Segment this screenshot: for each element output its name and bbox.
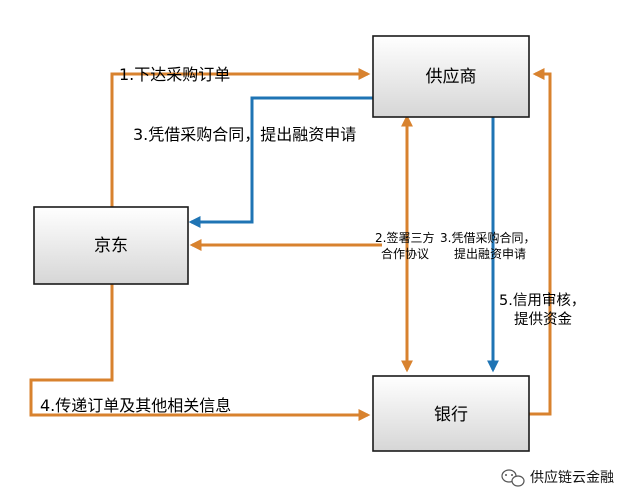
label-step5-line2: 提供资金: [514, 311, 572, 328]
edge-place-order: [110, 68, 371, 207]
node-supplier-label: 供应商: [426, 67, 477, 87]
label-step3-left: 3.凭借采购合同，提出融资申请: [133, 125, 356, 144]
node-bank: 银行: [372, 375, 530, 452]
watermark-text: 供应链云金融: [530, 469, 614, 486]
label-step1: 1.下达采购订单: [119, 65, 230, 84]
label-step2-line2: 合作协议: [381, 246, 429, 261]
wechat-icon: [501, 469, 525, 487]
node-jd: 京东: [33, 206, 189, 285]
label-step3-mid-line1: 3.凭借采购合同，: [440, 230, 535, 245]
label-step5-line1: 5.信用审核，: [499, 292, 585, 309]
node-supplier: 供应商: [372, 35, 530, 118]
node-jd-label: 京东: [94, 236, 128, 256]
label-step2-line1: 2.签署三方: [375, 230, 434, 245]
edge-transmit-order-info: [29, 284, 371, 421]
node-bank-label: 银行: [434, 405, 468, 425]
label-step3-mid-line2: 提出融资申请: [454, 246, 526, 261]
label-step4: 4.传递订单及其他相关信息: [40, 396, 231, 415]
edge-credit-review-funding: [528, 68, 552, 416]
edge-financing-request-to-jd: [188, 96, 373, 228]
